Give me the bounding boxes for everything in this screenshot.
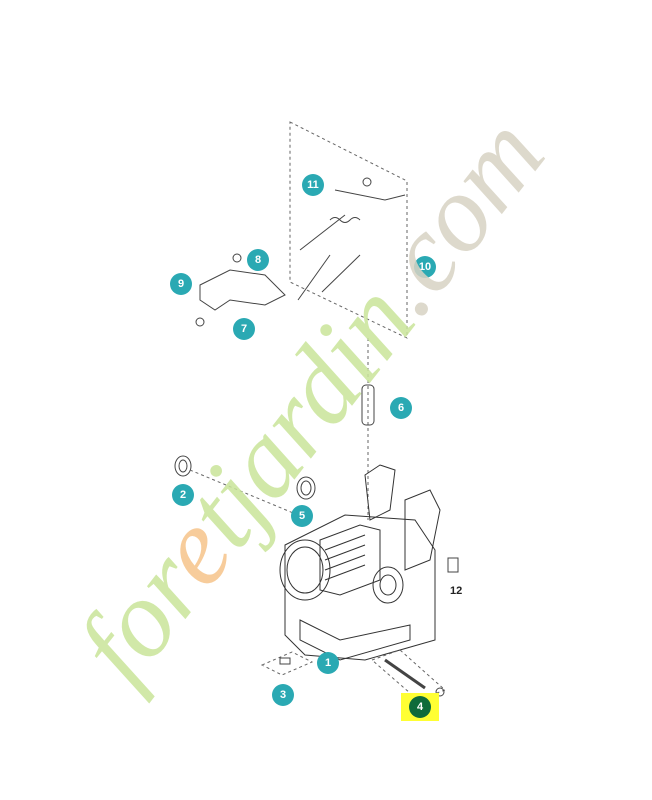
screw-11: [362, 177, 372, 187]
oil-seal-5: [296, 476, 316, 500]
callout-7[interactable]: 7: [233, 318, 255, 340]
callout-8[interactable]: 8: [247, 249, 269, 271]
control-plate: [334, 189, 406, 201]
bolt-8: [232, 253, 242, 263]
callout-2[interactable]: 2: [172, 484, 194, 506]
callout-9[interactable]: 9: [170, 273, 192, 295]
callout-1[interactable]: 1: [317, 652, 339, 674]
callout-12[interactable]: 12: [450, 585, 463, 597]
throttle-bracket: [199, 269, 286, 311]
highlighted-part: 4: [401, 693, 439, 721]
governor-rod-3: [321, 254, 361, 293]
callout-10[interactable]: 10: [414, 256, 436, 278]
crankcase: [279, 464, 441, 661]
callout-3[interactable]: 3: [272, 684, 294, 706]
nut: [195, 317, 205, 327]
dowel-pin: [279, 657, 291, 665]
governor-rod-2: [297, 254, 331, 301]
callout-6[interactable]: 6: [390, 397, 412, 419]
governor-rod: [299, 214, 346, 251]
governor-spring: [329, 217, 361, 223]
bolt-4: [384, 658, 426, 690]
callout-5[interactable]: 5: [291, 505, 313, 527]
callout-4[interactable]: 4: [409, 696, 431, 718]
plug-12: [447, 557, 459, 573]
oil-seal-2: [174, 455, 192, 477]
callout-11[interactable]: 11: [302, 174, 324, 196]
dashed-group-outline: [289, 121, 408, 339]
governor-shaft: [361, 384, 375, 426]
